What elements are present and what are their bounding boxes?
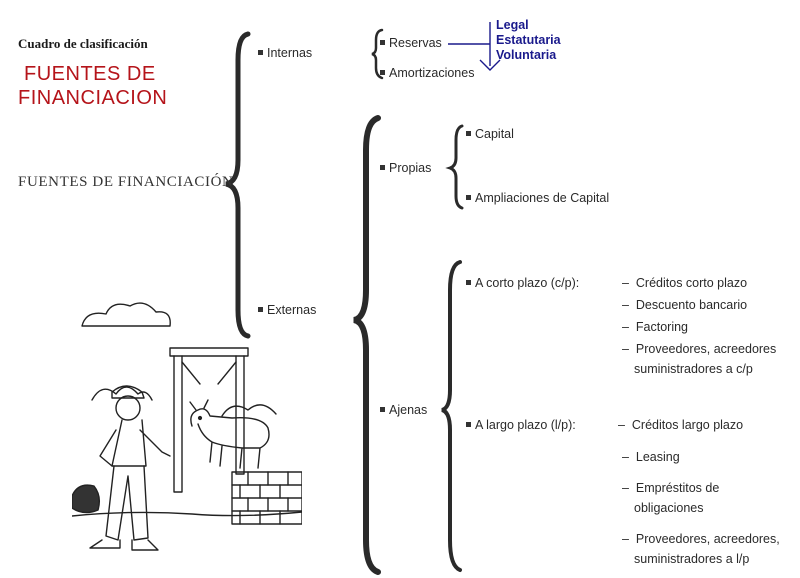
brick-wall-icon: [231, 471, 302, 525]
externas-label: Externas: [267, 303, 317, 317]
propias-node: Propias: [380, 161, 431, 175]
worker-illustration: [72, 302, 302, 551]
amortizaciones-node: Amortizaciones: [380, 66, 474, 80]
propias-label: Propias: [389, 161, 432, 175]
corto-item-continued: suministradores a c/p: [634, 362, 753, 376]
title-line2: FINANCIACION: [18, 87, 168, 109]
cuadro-label: Cuadro de clasificación: [18, 36, 148, 51]
bullet-icon: [380, 40, 385, 46]
reservas-node: Reservas: [380, 36, 442, 50]
bullet-icon: [466, 280, 471, 286]
largo-item: – Proveedores, acreedores,: [622, 532, 780, 546]
bullet-icon: [380, 165, 385, 171]
corto-label: A corto plazo (c/p):: [475, 276, 580, 290]
doorframe-icon: [169, 347, 249, 357]
ajenas-brace: [441, 260, 462, 572]
externas-brace: [353, 115, 381, 575]
corto-item-text: Descuento bancario: [635, 298, 748, 312]
largo-item: – Créditos largo plazo: [618, 418, 744, 432]
externas-node: Externas: [258, 303, 316, 317]
corto-node: A corto plazo (c/p):: [466, 276, 579, 290]
corto-item: – Factoring: [622, 320, 689, 334]
largo-item-text: Créditos largo plazo: [631, 418, 744, 432]
corto-item-text: Créditos corto plazo: [635, 276, 748, 290]
worker-icon: [111, 385, 145, 399]
capital-label: Capital: [475, 127, 514, 141]
capital-node: Capital: [466, 127, 514, 141]
cloud-icon: [81, 302, 171, 327]
bullet-icon: [380, 70, 385, 76]
title-line1: FUENTES DE: [24, 63, 156, 85]
largo-item: – Empréstitos de: [622, 481, 720, 495]
bullet-icon: [466, 195, 471, 201]
bullet-icon: [258, 50, 263, 56]
bullet-icon: [258, 307, 263, 313]
largo-item: – Leasing: [622, 450, 680, 464]
largo-label: A largo plazo (l/p):: [475, 418, 576, 432]
ampliaciones-node: Ampliaciones de Capital: [466, 191, 609, 205]
goat-icon: [190, 408, 270, 469]
largo-item-text: Proveedores, acreedores,: [635, 532, 780, 546]
largo-item-continued: obligaciones: [634, 501, 704, 515]
internas-node: Internas: [258, 46, 312, 60]
largo-item-continued: suministradores a l/p: [634, 552, 750, 566]
corto-item: – Descuento bancario: [622, 298, 748, 312]
largo-item-text: Leasing: [635, 450, 680, 464]
corto-item-text: Proveedores, acreedores: [635, 342, 777, 356]
corto-item: – Créditos corto plazo: [622, 276, 748, 290]
root-label: FUENTES DE FINANCIACIÓN: [18, 174, 234, 190]
type-voluntaria: Voluntaria: [496, 48, 557, 62]
type-estatutaria: Estatutaria: [496, 33, 561, 47]
type-legal: Legal: [496, 18, 529, 32]
largo-node: A largo plazo (l/p):: [466, 418, 576, 432]
propias-brace: [445, 124, 464, 210]
bullet-icon: [466, 422, 471, 428]
corto-item-text: Factoring: [635, 320, 689, 334]
internas-label: Internas: [267, 46, 313, 60]
largo-item-text: Empréstitos de: [635, 481, 720, 495]
amortizaciones-label: Amortizaciones: [389, 66, 475, 80]
main-brace: [225, 31, 251, 339]
ajenas-label: Ajenas: [389, 403, 428, 417]
reservas-label: Reservas: [389, 36, 442, 50]
ajenas-node: Ajenas: [380, 403, 427, 417]
internas-brace: [371, 28, 384, 80]
bullet-icon: [466, 131, 471, 137]
ampliaciones-label: Ampliaciones de Capital: [475, 191, 610, 205]
bullet-icon: [380, 407, 385, 413]
corto-item: – Proveedores, acreedores: [622, 342, 777, 356]
